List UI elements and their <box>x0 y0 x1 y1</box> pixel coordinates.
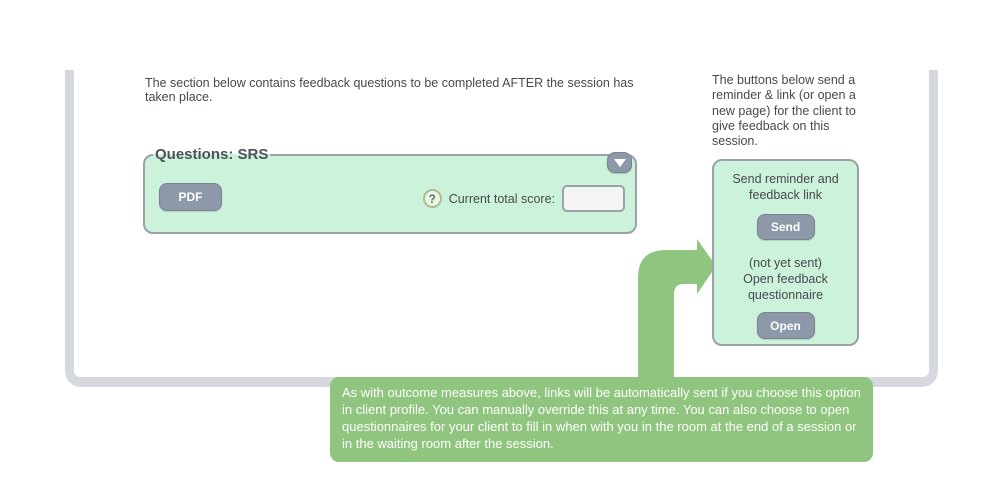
send-button[interactable]: Send <box>756 214 815 240</box>
send-reminder-title: Send reminder and feedback link <box>732 172 839 202</box>
info-callout: As with outcome measures above, links wi… <box>330 377 873 462</box>
annotation-arrow <box>638 239 716 394</box>
score-label: Current total score: <box>448 191 555 206</box>
score-input[interactable] <box>562 185 625 212</box>
open-button[interactable]: Open <box>756 312 815 339</box>
send-status-text: (not yet sent) <box>749 256 822 270</box>
chevron-down-icon <box>613 158 626 167</box>
score-row: ? Current total score: <box>422 185 625 212</box>
help-icon[interactable]: ? <box>422 189 442 208</box>
collapse-section-button[interactable] <box>607 152 632 173</box>
pdf-button[interactable]: PDF <box>159 183 222 211</box>
open-questionnaire-title: Open feedback questionnaire <box>743 272 828 302</box>
feedback-actions-box: Send reminder and feedback link Send (no… <box>712 159 859 346</box>
section-instruction-text: The section below contains feedback ques… <box>145 76 634 104</box>
questions-section-title: Questions: SRS <box>155 146 269 163</box>
questions-srs-section: Questions: SRS PDF ? Current total score… <box>143 146 637 234</box>
sidebar-instruction-text: The buttons below send a reminder & link… <box>712 73 856 148</box>
